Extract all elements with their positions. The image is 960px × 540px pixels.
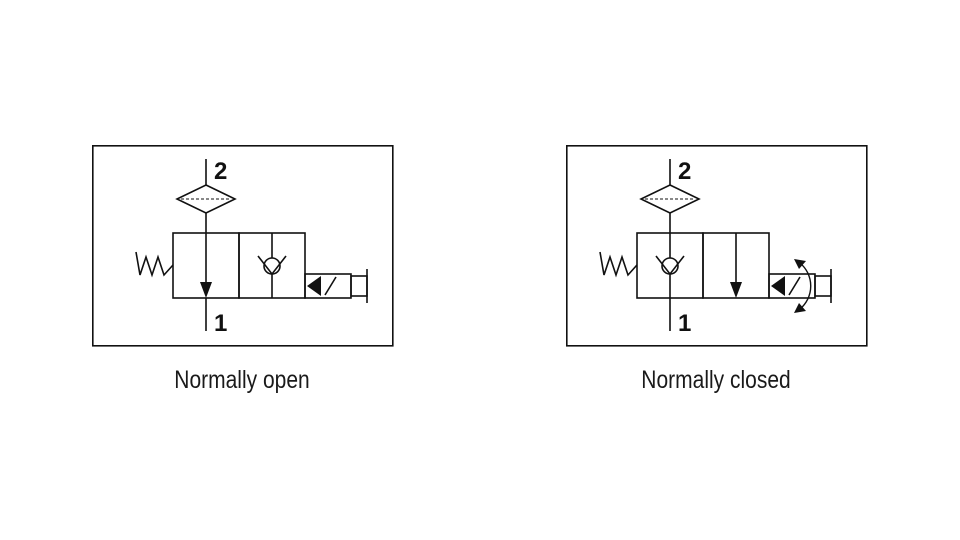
symbol-frame — [92, 145, 394, 347]
port-label-2: 2 — [214, 158, 227, 185]
normally-closed-valve-symbol: 2 1 — [566, 145, 868, 347]
normally-open-valve-symbol: 2 1 — [92, 145, 394, 347]
caption-normally-closed: Normally closed — [641, 366, 791, 394]
symbol-frame — [566, 145, 868, 347]
spring-icon — [599, 251, 638, 278]
solenoid-triangle-icon — [771, 276, 785, 296]
caption-normally-open: Normally open — [174, 366, 310, 394]
manual-override-icon — [799, 262, 812, 310]
flow-arrow-icon — [730, 282, 742, 298]
port-label-1: 1 — [678, 310, 691, 337]
port-label-1: 1 — [214, 310, 227, 337]
spring-icon — [135, 251, 174, 278]
solenoid-triangle-icon — [307, 276, 321, 296]
port-label-2: 2 — [678, 158, 691, 185]
flow-arrow-icon — [200, 282, 212, 298]
